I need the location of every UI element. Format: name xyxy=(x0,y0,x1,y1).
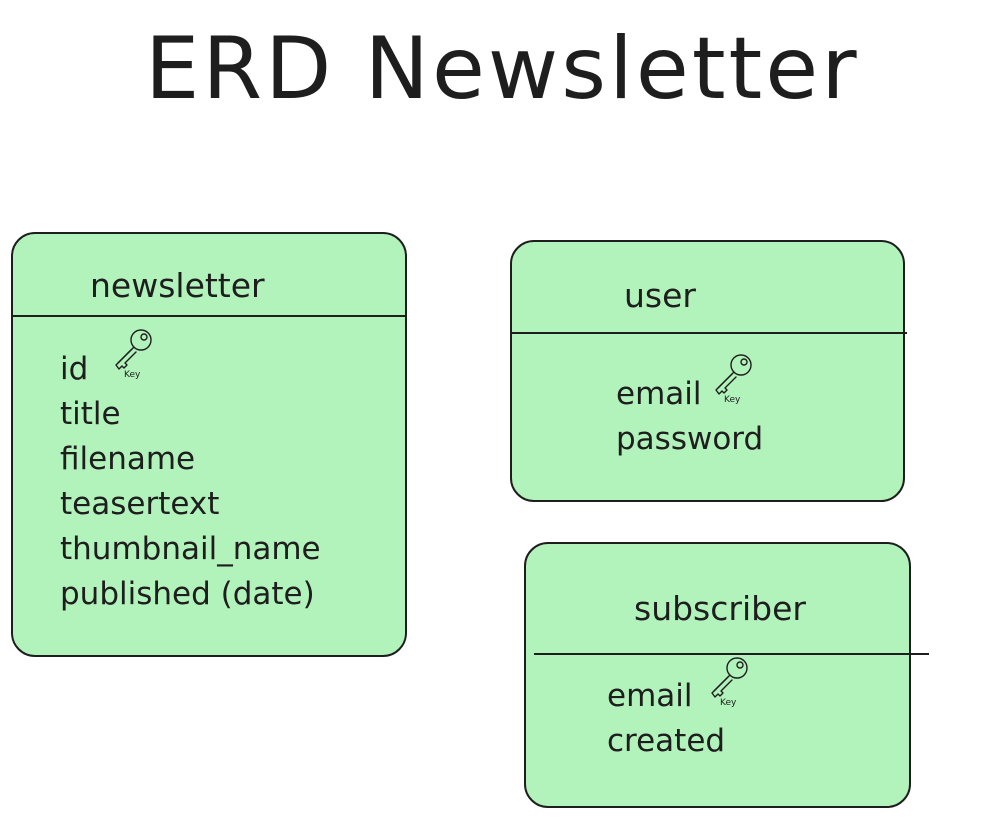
field-item: published (date) xyxy=(60,576,315,612)
field-item: password xyxy=(616,421,764,457)
entity-divider xyxy=(11,315,407,317)
key-label: Key xyxy=(720,698,737,708)
key-label: Key xyxy=(724,395,741,405)
entity-divider xyxy=(534,653,929,655)
entity-name: newsletter xyxy=(90,266,265,305)
field-item: title xyxy=(60,396,121,432)
key-icon: Key xyxy=(110,325,158,381)
entity-subscriber[interactable]: subscriber email Key created xyxy=(524,542,929,808)
field-item: email Key xyxy=(616,354,763,417)
field-list: email Key created xyxy=(607,657,748,764)
entity-name: subscriber xyxy=(634,589,806,628)
field-item: thumbnail_name xyxy=(60,531,321,567)
entity-name: user xyxy=(624,276,696,315)
key-label: Key xyxy=(124,370,141,380)
field-item: filename xyxy=(60,441,196,477)
field-item: teasertext xyxy=(60,486,220,522)
diagram-title: ERD Newsletter xyxy=(145,19,860,119)
field-name: id xyxy=(60,351,89,387)
entity-newsletter[interactable]: newsletter id Key title filename teasert… xyxy=(11,232,407,657)
entity-user[interactable]: user email Key password xyxy=(510,240,907,502)
field-name: email xyxy=(607,678,693,714)
key-icon: Key xyxy=(706,653,754,709)
field-item: id Key xyxy=(60,329,321,392)
field-item: email Key xyxy=(607,657,748,719)
field-item: created xyxy=(607,723,726,759)
entity-divider xyxy=(512,332,907,334)
field-list: email Key password xyxy=(616,354,764,462)
field-list: id Key title filename teasertext thumbna… xyxy=(60,329,321,617)
key-icon: Key xyxy=(710,350,758,406)
field-name: email xyxy=(616,376,702,412)
